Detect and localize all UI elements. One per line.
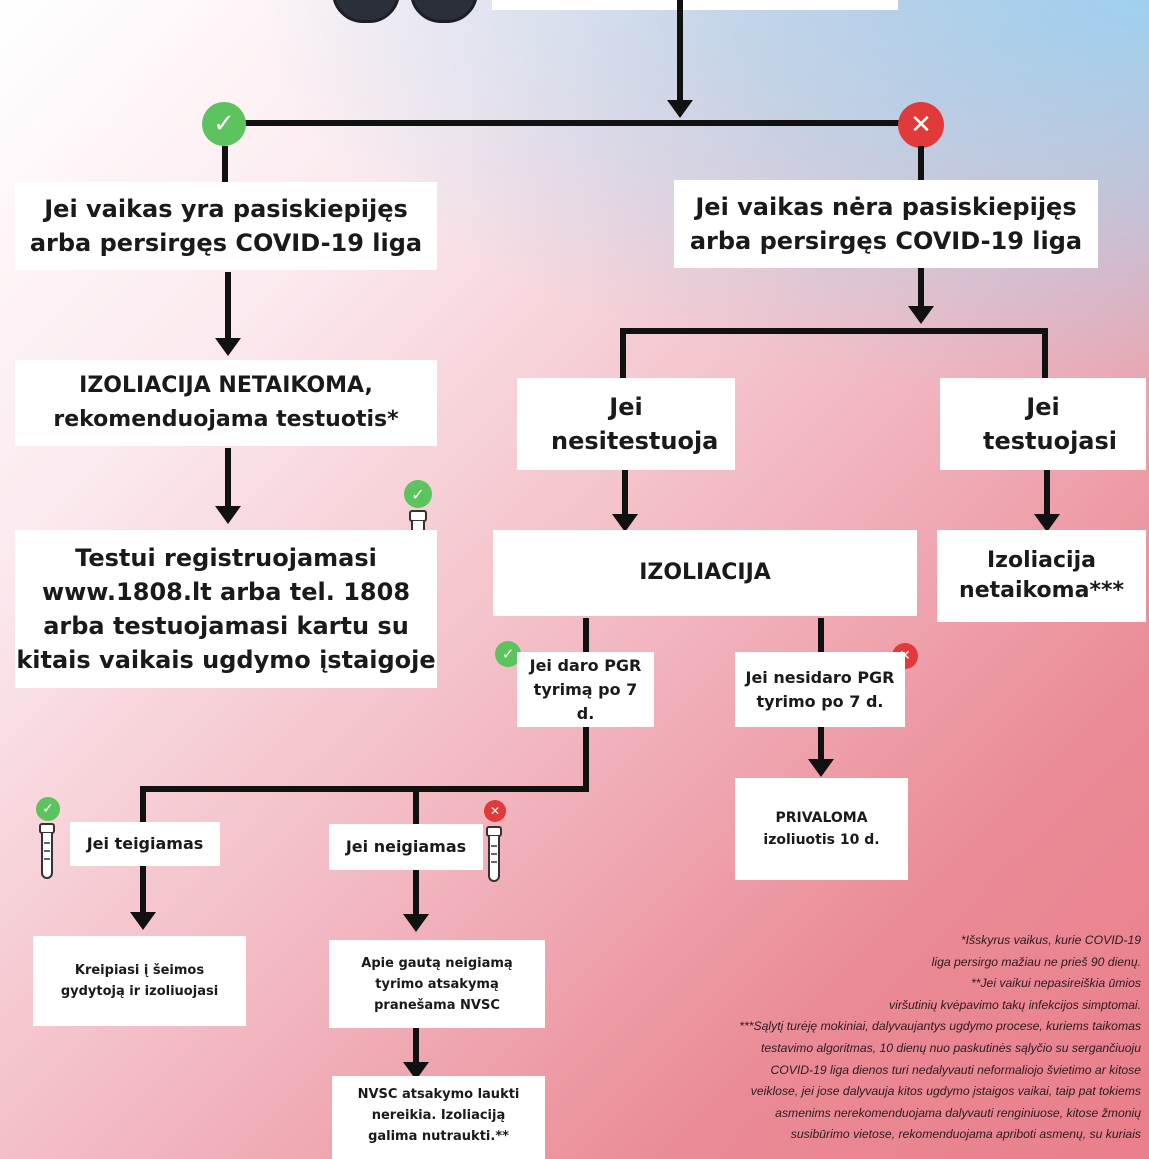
not-testing-box: Jei nesitestuoja	[517, 378, 735, 470]
condition-not-vaccinated-text: Jei vaikas nėra pasiskiepijęs arba persi…	[689, 193, 1083, 255]
footnote-line: asmenims nerekomenduojama dalyvauti reng…	[775, 1105, 1141, 1120]
condition-not-vaccinated-box: Jei vaikas nėra pasiskiepijęs arba persi…	[674, 180, 1098, 268]
connector-line	[1042, 328, 1048, 378]
connector-line	[140, 866, 146, 914]
footnote-line: liga persirgo mažiau ne prieš 90 dienų.	[931, 954, 1141, 969]
connector-line	[1044, 470, 1050, 516]
negative-result-text: NVSC atsakymo laukti nereikia. Izoliacij…	[357, 1087, 520, 1144]
isolation-box: IZOLIACIJA	[493, 530, 917, 616]
connector-line	[222, 146, 228, 182]
top-box	[492, 0, 898, 10]
arrow-icon	[612, 514, 638, 532]
pcr-yes-box: Jei daro PGR tyrimą po 7 d.	[517, 652, 654, 727]
footnote-line: viršutinių kvėpavimo takų infekcijos sim…	[889, 997, 1141, 1012]
check-icon: ✓	[202, 102, 246, 146]
connector-line	[222, 120, 927, 126]
positive-action-text: Kreipiasi į šeimos gydytoją ir izoliuoja…	[60, 963, 219, 999]
top-circle-icon	[332, 0, 400, 23]
footnotes: *Išskyrus vaikus, kurie COVID-19 liga pe…	[541, 930, 1141, 1146]
connector-line	[677, 0, 683, 104]
arrow-icon	[667, 100, 693, 118]
pcr-no-box: Jei nesidaro PGR tyrimo po 7 d.	[735, 652, 905, 727]
negative-action-box: Apie gautą neigiamą tyrimo atsakymą pran…	[329, 940, 545, 1028]
positive-action-box: Kreipiasi į šeimos gydytoją ir izoliuoja…	[33, 936, 246, 1026]
arrow-icon	[215, 506, 241, 524]
not-testing-text: Jei nesitestuoja	[551, 393, 719, 455]
arrow-icon	[215, 338, 241, 356]
no-isolation-text: IZOLIACIJA NETAIKOMA, rekomenduojama tes…	[53, 373, 399, 432]
test-tube-icon	[39, 823, 55, 879]
testing-text: Jei testuojasi	[983, 393, 1118, 455]
cross-icon: ✕	[484, 800, 506, 822]
arrow-icon	[908, 306, 934, 324]
pcr-yes-text: Jei daro PGR tyrimą po 7 d.	[529, 655, 642, 723]
connector-line	[622, 470, 628, 516]
registration-text: Testui registruojamasi www.1808.lt arba …	[16, 544, 436, 674]
arrow-icon	[1034, 514, 1060, 532]
pcr-no-text: Jei nesidaro PGR tyrimo po 7 d.	[745, 667, 895, 711]
arrow-icon	[808, 759, 834, 777]
connector-line	[225, 272, 231, 342]
testing-box: Jei testuojasi	[940, 378, 1146, 470]
connector-line	[818, 727, 824, 761]
connector-line	[918, 268, 924, 308]
no-isolation-box: IZOLIACIJA NETAIKOMA, rekomenduojama tes…	[15, 360, 437, 446]
connector-line	[140, 786, 146, 824]
positive-text: Jei teigiamas	[86, 834, 204, 853]
connector-line	[413, 1028, 419, 1064]
negative-action-text: Apie gautą neigiamą tyrimo atsakymą pran…	[361, 955, 513, 1013]
footnote-line: veiklose, jei jose dalyvauja kitos ugdym…	[750, 1084, 1141, 1099]
condition-vaccinated-box: Jei vaikas yra pasiskiepijęs arba persir…	[15, 182, 437, 270]
mandatory-title: PRIVALOMA	[775, 810, 868, 826]
connector-line	[413, 870, 419, 916]
negative-result-box: NVSC atsakymo laukti nereikia. Izoliacij…	[332, 1076, 545, 1159]
top-circle-icon	[410, 0, 478, 23]
negative-text: Jei neigiamas	[345, 837, 467, 856]
connector-line	[583, 727, 589, 790]
registration-box: Testui registruojamasi www.1808.lt arba …	[15, 530, 437, 688]
footnote-line: ***Sąlytį turėję mokiniai, dalyvaujantys…	[739, 1019, 1141, 1034]
connector-line	[140, 786, 589, 792]
no-isolation-right-text: Izoliacija netaikoma***	[959, 548, 1124, 603]
connector-line	[225, 448, 231, 508]
arrow-icon	[403, 1062, 429, 1080]
condition-vaccinated-text: Jei vaikas yra pasiskiepijęs arba persir…	[29, 195, 423, 257]
test-tube-icon	[486, 826, 502, 882]
positive-box: Jei teigiamas	[70, 822, 220, 866]
check-icon: ✓	[495, 641, 521, 667]
mandatory-box: PRIVALOMA izoliuotis 10 d.	[735, 778, 908, 880]
mandatory-text: izoliuotis 10 d.	[763, 832, 880, 848]
footnote-line: susibūrimo vietose, rekomenduojama aprib…	[790, 1127, 1141, 1142]
footnote-line: testavimo algoritmas, 10 dienų nuo pasku…	[760, 1040, 1141, 1055]
cross-icon: ✕	[898, 102, 944, 148]
check-icon: ✓	[404, 480, 432, 508]
arrow-icon	[403, 914, 429, 932]
connector-line	[818, 618, 824, 652]
no-isolation-right-box: Izoliacija netaikoma***	[937, 530, 1146, 622]
arrow-icon	[130, 912, 156, 930]
connector-line	[620, 328, 626, 378]
connector-line	[583, 618, 589, 652]
footnote-line: COVID-19 liga dienos turi nedalyvauti ne…	[770, 1062, 1141, 1077]
connector-line	[413, 786, 419, 824]
check-icon: ✓	[36, 797, 60, 821]
connector-line	[620, 328, 1048, 334]
footnote-line: **Jei vaikui nepasireiškia ūmios	[970, 976, 1141, 991]
footnote-line: *Išskyrus vaikus, kurie COVID-19	[960, 933, 1141, 947]
negative-box: Jei neigiamas	[329, 824, 483, 870]
connector-line	[918, 146, 924, 182]
isolation-text: IZOLIACIJA	[639, 560, 771, 585]
